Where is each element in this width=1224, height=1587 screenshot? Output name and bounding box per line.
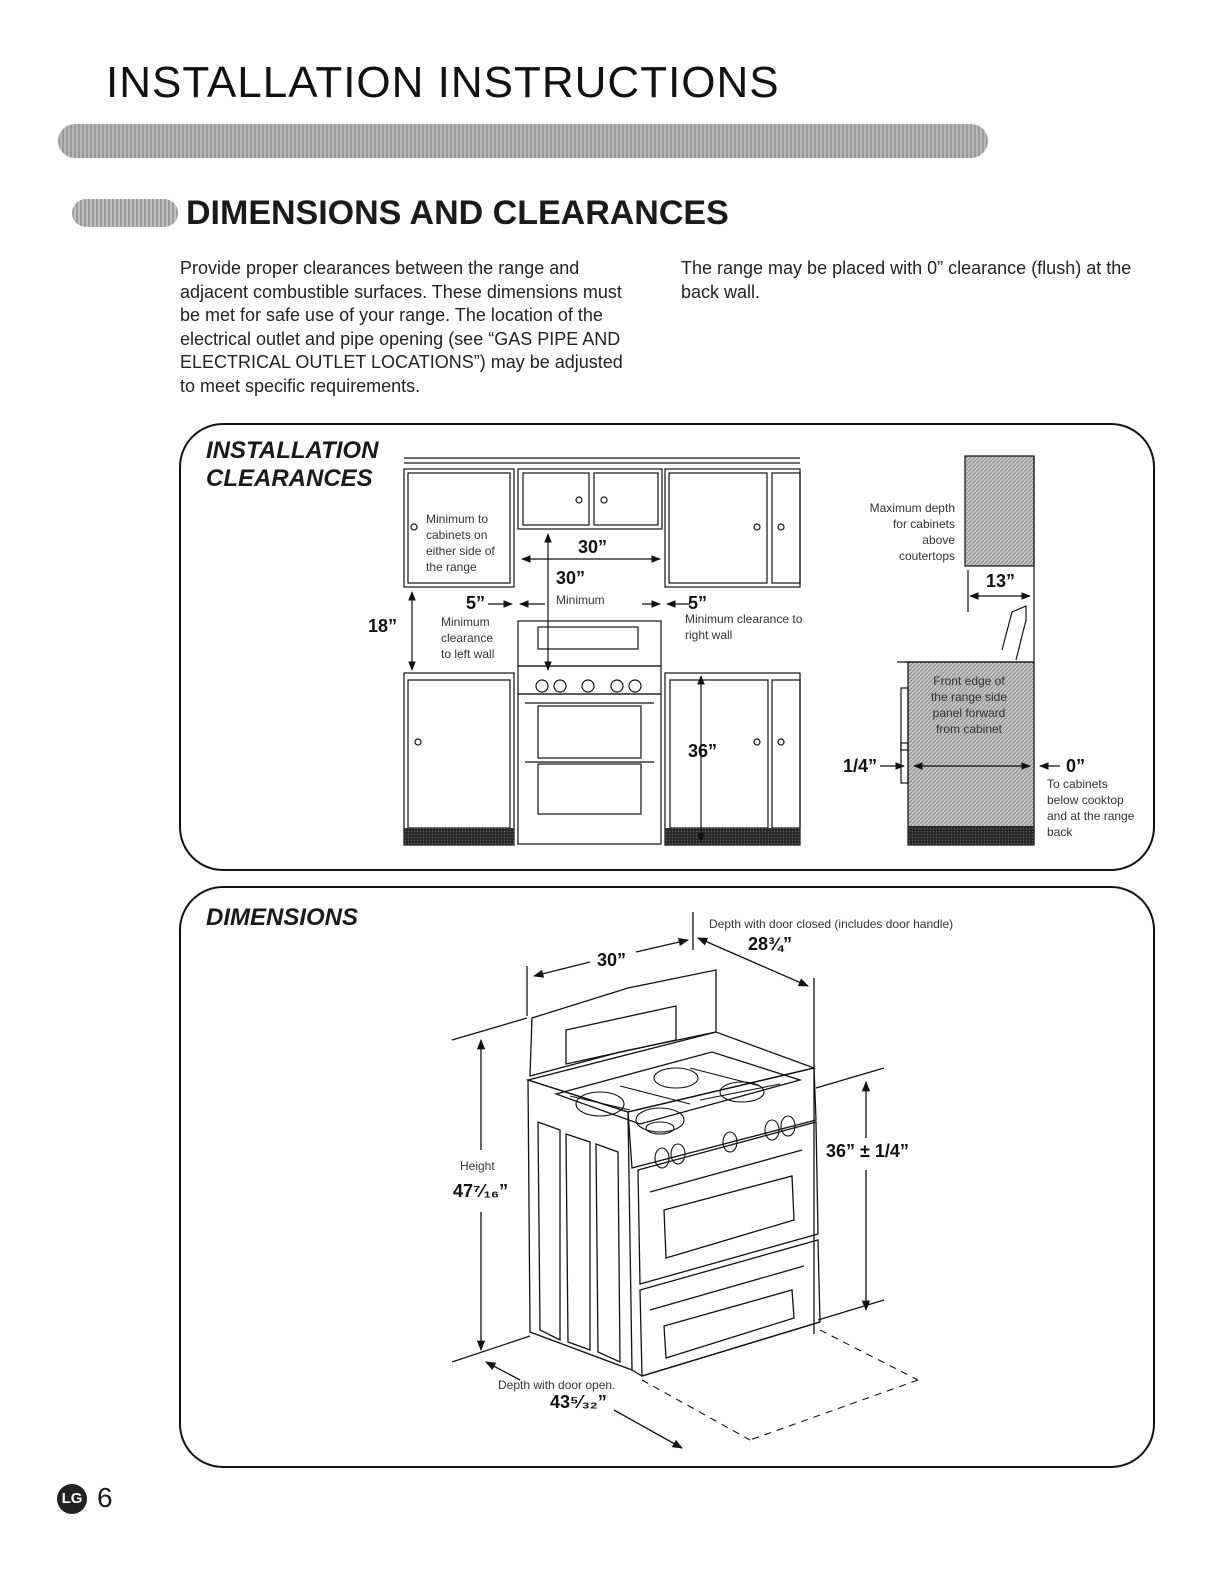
svg-text:cabinets on: cabinets on	[426, 528, 487, 542]
svg-text:coutertops: coutertops	[899, 549, 955, 563]
max-depth-label: Maximum depth for cabinets above coutert…	[870, 501, 956, 563]
section-heading: DIMENSIONS AND CLEARANCES	[186, 194, 729, 232]
installation-clearances-title: INSTALLATION CLEARANCES	[206, 437, 386, 493]
svg-text:the range: the range	[426, 560, 477, 574]
toe-kick-right	[665, 828, 800, 845]
svg-text:either side of: either side of	[426, 544, 495, 558]
counter-height-value: 36” ± 1/4”	[826, 1141, 909, 1161]
svg-text:Minimum clearance to: Minimum clearance to	[685, 612, 803, 626]
side-toe-kick	[908, 826, 1034, 845]
range-dimension-lines	[451, 912, 885, 1449]
dim-36: 36”	[688, 741, 717, 761]
svg-text:for cabinets: for cabinets	[893, 517, 955, 531]
svg-text:from cabinet: from cabinet	[936, 722, 1003, 736]
dimensions-title: DIMENSIONS	[206, 904, 359, 931]
left-wall-label: Minimum clearance to left wall	[441, 615, 494, 661]
svg-text:panel forward: panel forward	[933, 706, 1006, 720]
clearances-title-line1: INSTALLATION	[206, 437, 379, 464]
svg-text:Minimum: Minimum	[441, 615, 490, 629]
minimum-label: Minimum	[556, 593, 605, 607]
side-view-drawing	[897, 455, 1035, 846]
dimensions-panel	[179, 886, 1155, 1468]
lg-logo-icon: LG	[57, 1484, 87, 1514]
svg-text:back: back	[1047, 825, 1073, 839]
depth-closed-value: 28¾”	[748, 934, 792, 954]
dim-5-left: 5”	[466, 593, 485, 613]
dim-18: 18”	[368, 616, 397, 636]
svg-text:clearance: clearance	[441, 631, 493, 645]
floor-outline	[641, 1329, 919, 1441]
range-perspective-drawing	[525, 969, 821, 1377]
front-edge-label: Front edge of the range side panel forwa…	[931, 674, 1007, 736]
width-value: 30”	[597, 950, 626, 970]
page-number: 6	[97, 1482, 113, 1513]
height-value: 47⁷⁄₁₆”	[453, 1181, 508, 1201]
depth-open-value: 43⁵⁄₃₂”	[550, 1392, 607, 1412]
svg-text:Front edge of: Front edge of	[933, 674, 1005, 688]
svg-text:Maximum depth: Maximum depth	[870, 501, 955, 515]
svg-text:to left wall: to left wall	[441, 647, 494, 661]
side-view-dimensions	[880, 592, 1060, 770]
right-wall-label: Minimum clearance to right wall	[685, 612, 803, 642]
dim-13: 13”	[986, 571, 1015, 591]
height-label: Height	[460, 1159, 495, 1173]
clearances-title-line2: CLEARANCES	[206, 465, 373, 492]
front-view-dimensions	[408, 533, 705, 843]
svg-text:To cabinets: To cabinets	[1047, 777, 1108, 791]
svg-text:Minimum to: Minimum to	[426, 512, 488, 526]
svg-text:and at the range: and at the range	[1047, 809, 1135, 823]
svg-text:above: above	[922, 533, 955, 547]
title-bar	[58, 124, 988, 158]
intro-paragraph-right: The range may be placed with 0” clearanc…	[681, 258, 1132, 302]
svg-text:below cooktop: below cooktop	[1047, 793, 1124, 807]
dim-30-cabinet-width: 30”	[578, 537, 607, 557]
intro-paragraph-left: Provide proper clearances between the ra…	[180, 258, 623, 396]
section-pill	[72, 199, 178, 227]
to-cabinets-label: To cabinets below cooktop and at the ran…	[1047, 777, 1135, 839]
dim-zero: 0”	[1066, 756, 1085, 776]
svg-text:the range side: the range side	[931, 690, 1007, 704]
page-title: INSTALLATION INSTRUCTIONS	[106, 58, 780, 107]
depth-closed-label: Depth with door closed (includes door ha…	[709, 917, 953, 931]
depth-open-label: Depth with door open.	[498, 1378, 615, 1392]
toe-kick-left	[404, 828, 514, 845]
dim-quarter-inch: 1/4”	[843, 756, 877, 776]
svg-text:right wall: right wall	[685, 628, 732, 642]
dim-30-minimum: 30”	[556, 568, 585, 588]
dim-5-right: 5”	[688, 593, 707, 613]
min-cabinets-label: Minimum to cabinets on either side of th…	[426, 512, 495, 574]
